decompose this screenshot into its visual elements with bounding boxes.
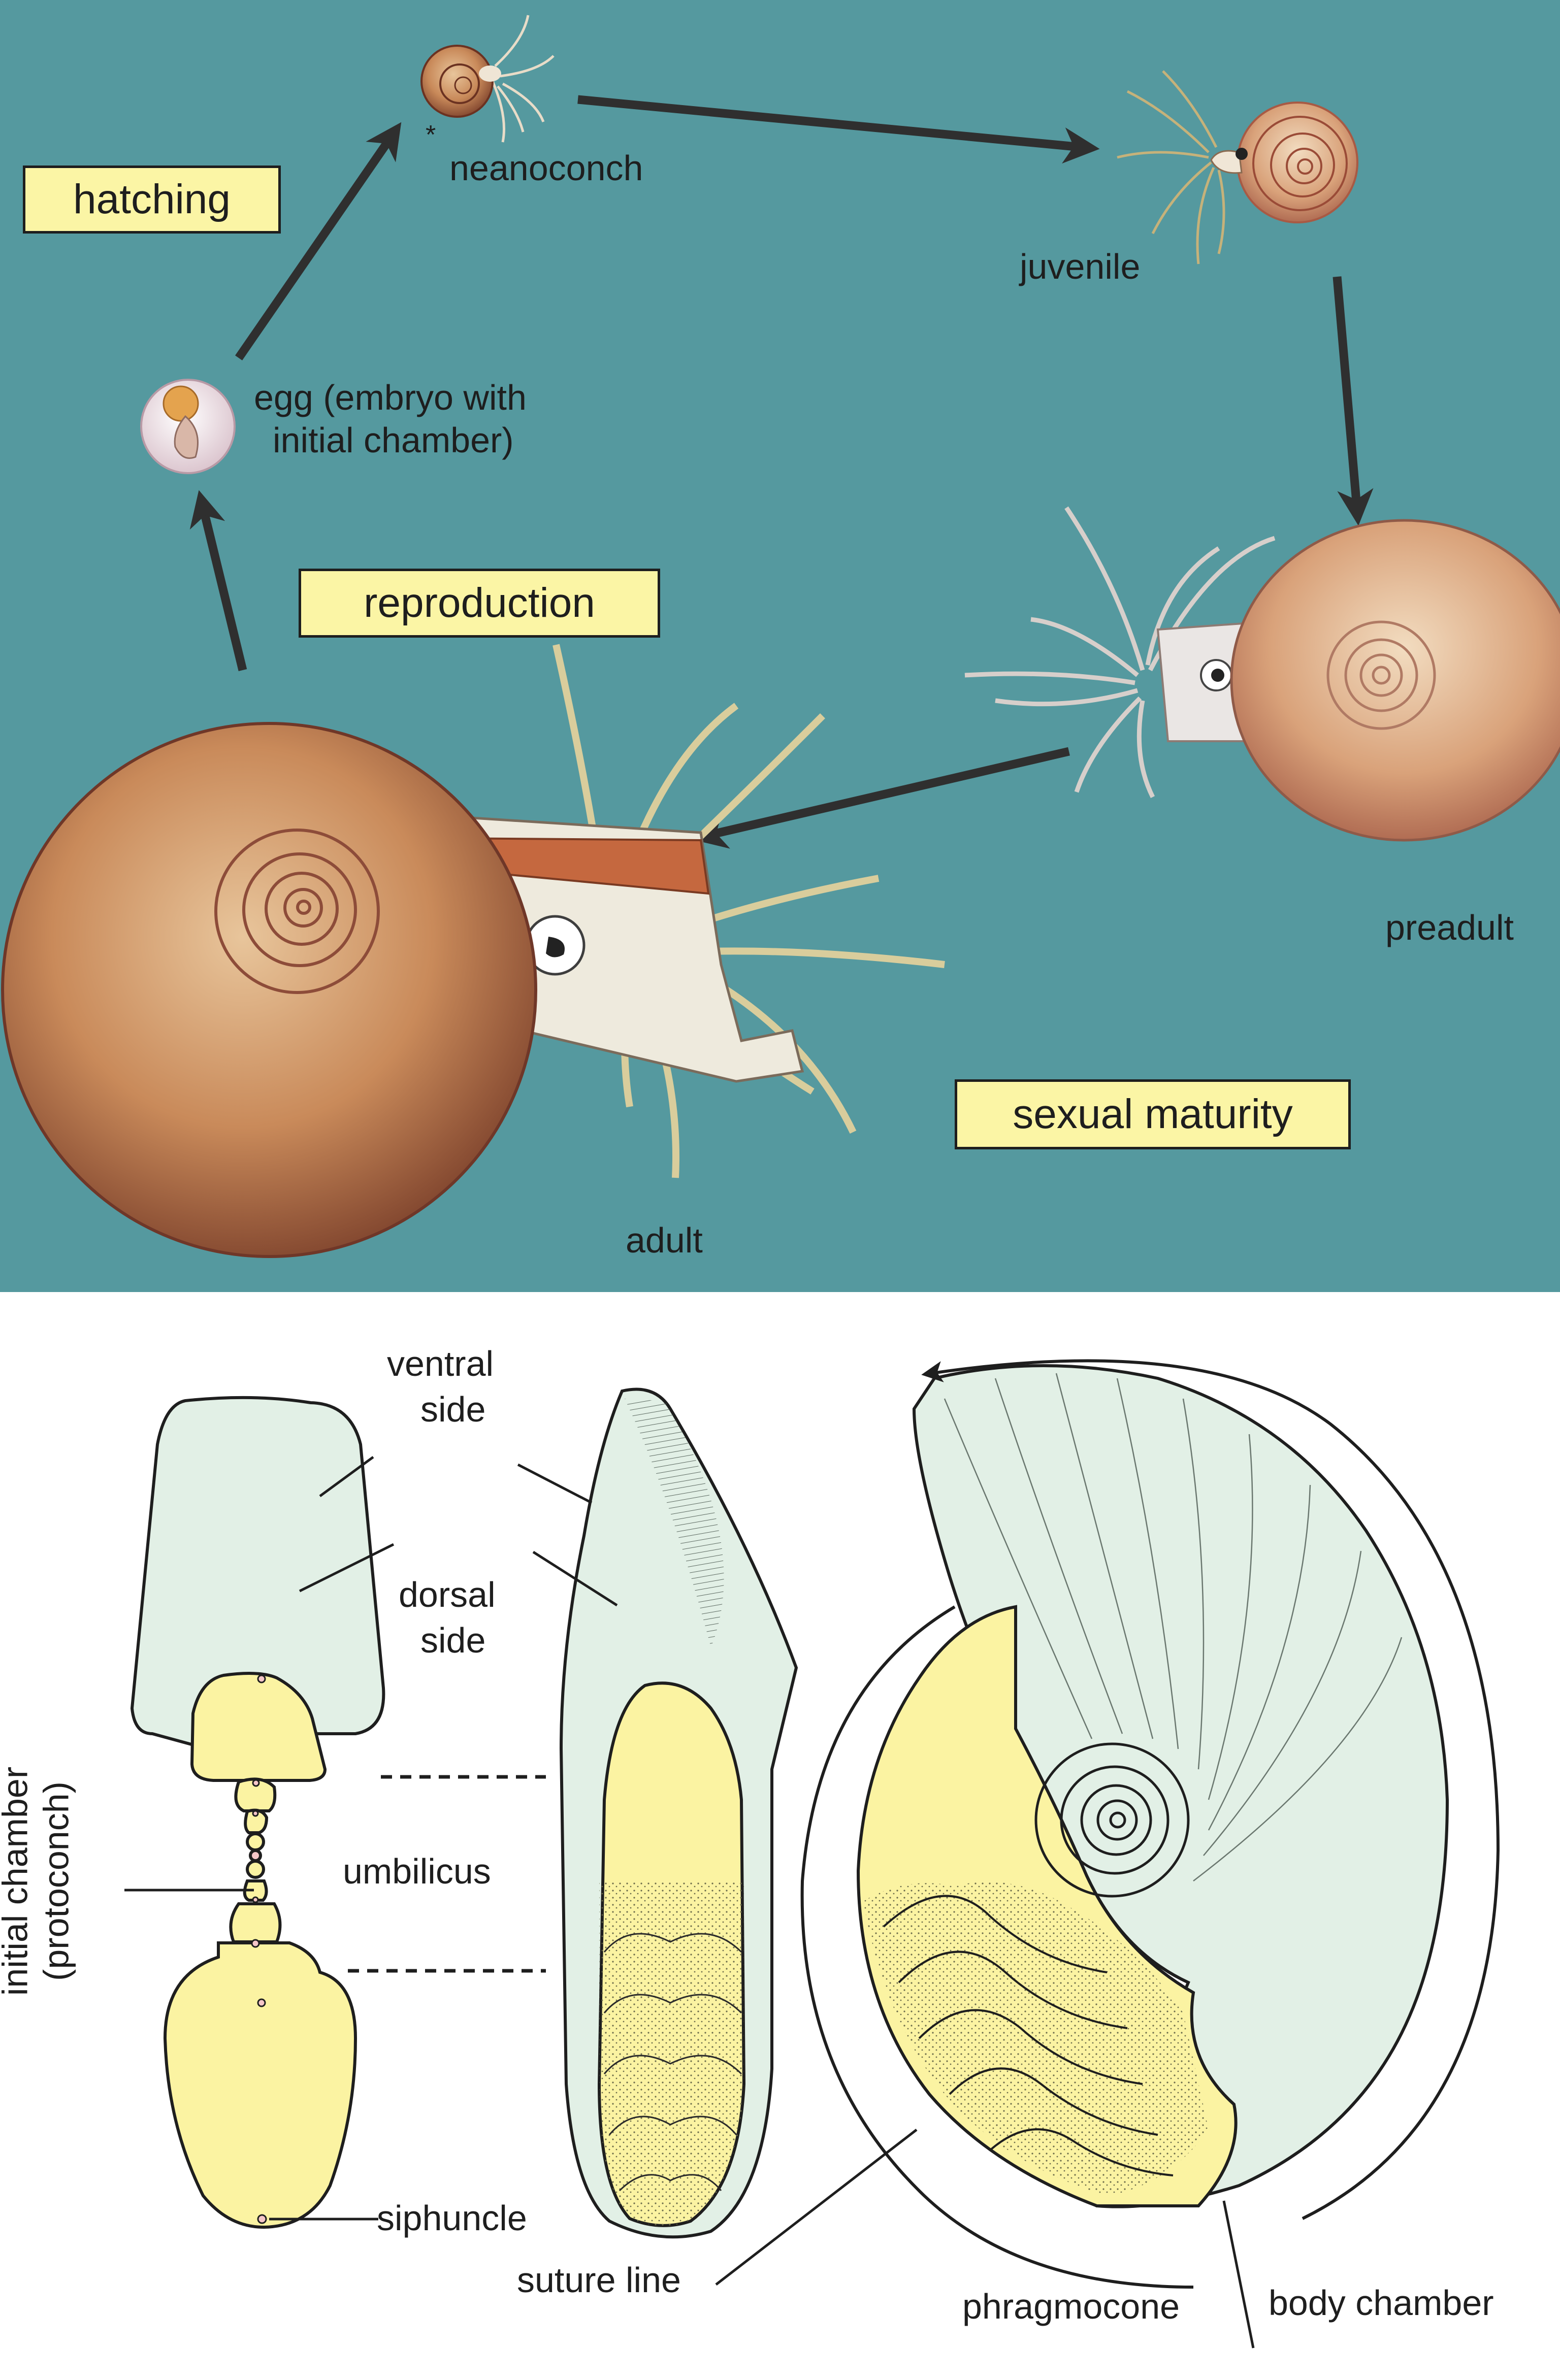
cross-section-dorsal-whorl xyxy=(190,1672,327,1782)
preadult-label: preadult xyxy=(1385,908,1514,947)
arrow-juvenile-to-preadult xyxy=(1332,276,1374,526)
life-cycle-drawing xyxy=(1,15,1560,1258)
umbilicus-label: umbilicus xyxy=(343,1852,491,1891)
ventral-view-diagram xyxy=(559,1387,798,2239)
leader-lines xyxy=(124,1456,1255,2349)
phragmocone-label: phragmocone xyxy=(962,2287,1180,2326)
arrow-egg-to-neanoconch xyxy=(235,122,402,360)
body-chamber-label: body chamber xyxy=(1269,2283,1494,2323)
sexual-maturity-label: sexual maturity xyxy=(1013,1091,1293,1137)
shell-anatomy-panel: ventral side dorsal side umbilicus initi… xyxy=(0,1292,1560,2380)
egg-illustration xyxy=(140,379,236,474)
suture-line-label: suture line xyxy=(517,2260,681,2300)
sexual-maturity-stage-box: sexual maturity xyxy=(955,1079,1351,1149)
ventral-leader-left xyxy=(319,1456,374,1498)
adult-illustration xyxy=(1,644,945,1258)
shell-anatomy-drawing xyxy=(124,1359,1500,2349)
cross-section-diagram xyxy=(130,1396,385,2229)
dorsal-side-label-line1: dorsal xyxy=(399,1575,496,1614)
neanoconch-marker: * xyxy=(426,120,436,150)
arrow-adult-to-egg xyxy=(189,490,247,672)
reproduction-stage-box: reproduction xyxy=(299,569,660,638)
life-cycle-panel: hatching reproduction sexual maturity * … xyxy=(0,0,1560,1292)
ventral-side-label-line1: ventral xyxy=(387,1344,494,1383)
ventral-leader-right xyxy=(517,1463,593,1504)
protoconch-label: initial chamber (protoconch) xyxy=(0,1729,77,2034)
protoconch-label-line1: initial chamber xyxy=(0,1766,35,1996)
siphuncle-label: siphuncle xyxy=(377,2198,527,2238)
arrow-preadult-to-adult xyxy=(691,747,1070,849)
growth-direction-arrow xyxy=(921,1359,1500,2220)
hatching-label: hatching xyxy=(73,176,231,222)
reproduction-label: reproduction xyxy=(364,580,595,626)
juvenile-illustration xyxy=(1117,70,1358,265)
egg-label-line1: egg (embryo with xyxy=(254,378,527,417)
dorsal-side-label-line2: side xyxy=(420,1621,486,1660)
cross-section-body-chamber xyxy=(130,1396,385,1751)
preadult-illustration xyxy=(964,506,1560,842)
ventral-side-label-line2: side xyxy=(420,1390,486,1429)
neanoconch-illustration xyxy=(420,15,555,143)
dorsal-leader-right xyxy=(532,1550,618,1607)
suture-line-leader xyxy=(715,2129,918,2286)
juvenile-label: juvenile xyxy=(1020,247,1141,286)
cross-section-lower-whorl xyxy=(163,1941,358,2229)
dorsal-leader-left xyxy=(299,1543,395,1593)
arrow-neanoconch-to-juvenile xyxy=(577,95,1100,164)
hatching-stage-box: hatching xyxy=(23,166,281,234)
phragmocone-arc xyxy=(800,1605,1194,2289)
cycle-arrows xyxy=(189,95,1374,849)
lateral-view-diagram xyxy=(800,1359,1500,2289)
neanoconch-label: neanoconch xyxy=(449,148,643,188)
egg-label-line2: initial chamber) xyxy=(273,420,514,460)
body-chamber-leader xyxy=(1222,2200,1255,2349)
protoconch-label-line2: (protoconch) xyxy=(36,1781,76,1981)
adult-label: adult xyxy=(626,1220,703,1260)
